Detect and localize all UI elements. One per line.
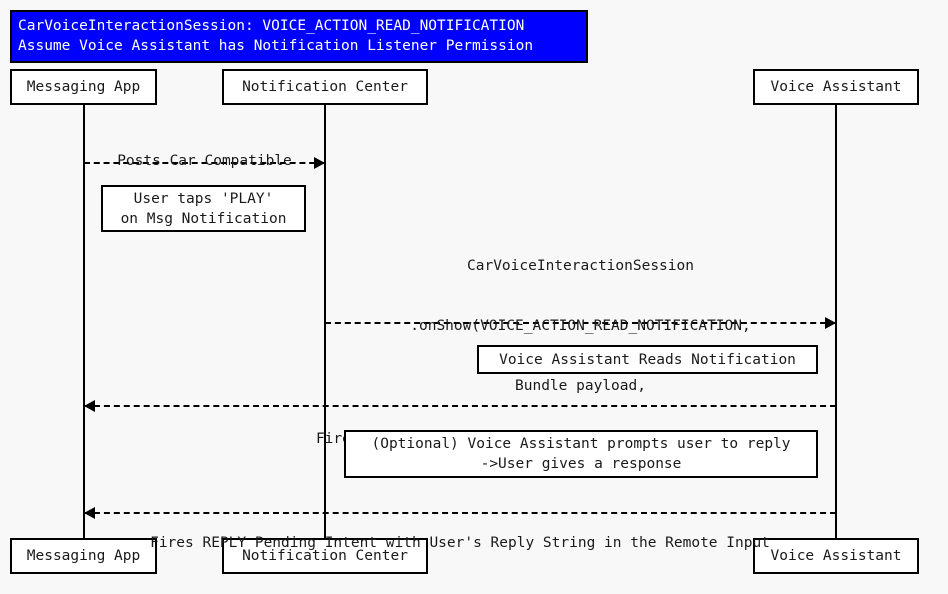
participant-messaging-app-top[interactable]: Messaging App — [10, 69, 157, 105]
message-arrow-reply-intent — [84, 512, 836, 514]
note-line-1: Voice Assistant Reads Notification — [499, 351, 796, 368]
note-line-1: User taps 'PLAY' — [133, 190, 274, 207]
lifeline-messaging-app — [83, 104, 85, 539]
message-label-reply-intent: Fires REPLY Pending Intent with User's R… — [84, 493, 836, 593]
message-label-line-1: Posts Car Compatible — [117, 153, 292, 169]
participant-notification-center-top[interactable]: Notification Center — [222, 69, 428, 105]
arrowhead-right-icon — [314, 157, 325, 169]
lifeline-notification-center — [324, 104, 326, 539]
arrowhead-right-icon — [825, 317, 836, 329]
participant-label: Notification Center — [242, 548, 408, 564]
participant-label: Voice Assistant — [770, 79, 902, 95]
note-line-2: on Msg Notification — [120, 210, 287, 227]
lifeline-voice-assistant — [835, 104, 837, 539]
arrowhead-left-icon — [84, 507, 95, 519]
participant-label: Notification Center — [242, 79, 408, 95]
message-label-line-1: CarVoiceInteractionSession — [467, 258, 694, 274]
message-label-line-2: .onShow(VOICE_ACTION_READ_NOTIFICATION, — [410, 318, 751, 334]
message-arrow-mark-as-read — [84, 405, 836, 407]
note-line-2: ->User gives a response — [480, 456, 682, 472]
note-line-1: (Optional) Voice Assistant prompts user … — [371, 436, 791, 452]
participant-notification-center-bottom[interactable]: Notification Center — [222, 538, 428, 574]
participant-label: Messaging App — [26, 548, 141, 564]
message-arrow-post-notification — [84, 162, 325, 164]
diagram-title-line-1: CarVoiceInteractionSession: VOICE_ACTION… — [18, 18, 525, 34]
diagram-title-banner: CarVoiceInteractionSession: VOICE_ACTION… — [10, 10, 588, 63]
message-label-line-3: Bundle payload, — [515, 378, 646, 394]
note-user-taps-play: User taps 'PLAY' on Msg Notification — [101, 185, 306, 232]
message-arrow-on-show — [325, 322, 836, 324]
participant-voice-assistant-bottom[interactable]: Voice Assistant — [753, 538, 919, 574]
diagram-title-line-2: Assume Voice Assistant has Notification … — [18, 38, 534, 54]
participant-voice-assistant-top[interactable]: Voice Assistant — [753, 69, 919, 105]
note-va-reads-notification: Voice Assistant Reads Notification — [477, 345, 818, 374]
note-optional-reply: (Optional) Voice Assistant prompts user … — [344, 430, 818, 478]
participant-messaging-app-bottom[interactable]: Messaging App — [10, 538, 157, 574]
message-label-line-1: Fires REPLY Pending Intent with User's R… — [150, 535, 770, 551]
arrowhead-left-icon — [84, 400, 95, 412]
participant-label: Voice Assistant — [770, 548, 902, 564]
participant-label: Messaging App — [26, 79, 141, 95]
